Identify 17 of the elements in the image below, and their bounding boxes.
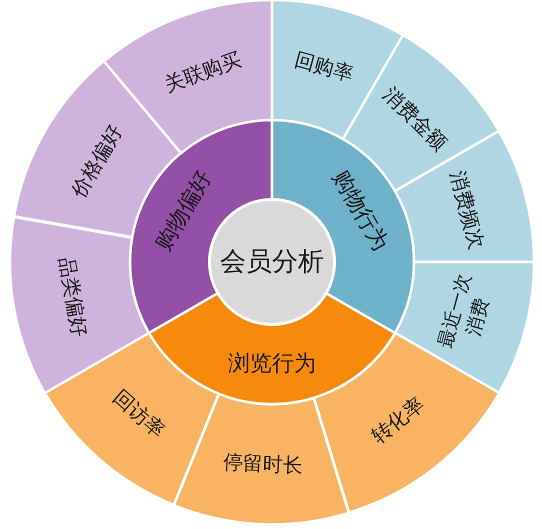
segment-label: 品类偏好	[54, 256, 92, 339]
segment-label: 回购率	[292, 47, 356, 87]
segment-label: 购物偏好	[150, 166, 218, 256]
segment-label: 关联购买	[161, 46, 245, 98]
segment-label: 回访率	[108, 385, 170, 444]
segment-label: 转化率	[366, 392, 429, 449]
segment-label: 购物行为	[326, 166, 394, 256]
segment-label: 停留时长	[222, 450, 304, 478]
ring-segment	[394, 262, 534, 393]
segment-label: 最近一次消费	[434, 270, 494, 353]
segment-label: 价格偏好	[66, 120, 128, 202]
segment-label: 浏览行为	[228, 350, 316, 378]
ring-segment	[174, 394, 349, 524]
segment-label: 消费金额	[378, 82, 452, 156]
ring-segment	[149, 293, 395, 404]
segment-label: 消费频次	[444, 168, 490, 252]
center-label: 会员分析	[220, 246, 324, 278]
